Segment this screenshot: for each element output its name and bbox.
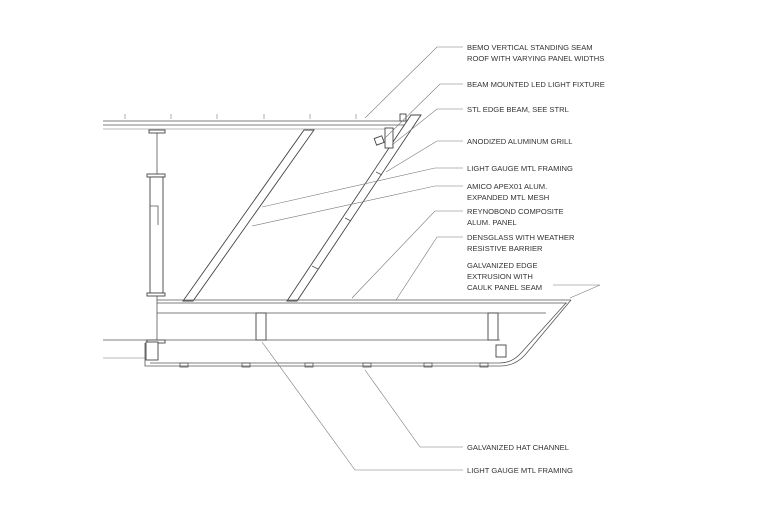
label-framing-top: LIGHT GAUGE MTL FRAMING: [467, 164, 573, 173]
standing-seam-roof: [103, 114, 405, 130]
label-densglass-2: RESISTIVE BARRIER: [467, 244, 543, 253]
label-mesh-2: EXPANDED MTL MESH: [467, 193, 549, 202]
label-grill: ANODIZED ALUMINUM GRILL: [467, 137, 573, 146]
label-edge-beam: STL EDGE BEAM, SEE STRL: [467, 105, 569, 114]
label-extrusion-2: EXTRUSION WITH: [467, 272, 533, 281]
diagonal-grill-right: [286, 114, 422, 302]
led-light-fixture: [373, 135, 385, 146]
label-extrusion-3: CAULK PANEL SEAM: [467, 283, 542, 292]
leader-lines: [251, 46, 601, 471]
label-hat-channel: GALVANIZED HAT CHANNEL: [467, 443, 569, 452]
diagonal-framing-left: [182, 129, 315, 302]
label-led: BEAM MOUNTED LED LIGHT FIXTURE: [467, 80, 605, 89]
label-framing-bottom: LIGHT GAUGE MTL FRAMING: [467, 466, 573, 475]
label-panel-1: REYNOBOND COMPOSITE: [467, 207, 564, 216]
grill-clips: [311, 171, 383, 270]
label-extrusion-1: GALVANIZED EDGE: [467, 261, 538, 270]
label-roof-1: BEMO VERTICAL STANDING SEAM: [467, 43, 593, 52]
label-roof-2: ROOF WITH VARYING PANEL WIDTHS: [467, 54, 604, 63]
label-panel-2: ALUM. PANEL: [467, 218, 517, 227]
steel-column: [146, 129, 166, 344]
soffit-assembly: [103, 299, 572, 368]
label-mesh-1: AMICO APEX01 ALUM.: [467, 182, 547, 191]
label-densglass-1: DENSGLASS WITH WEATHER: [467, 233, 575, 242]
callout-labels: BEMO VERTICAL STANDING SEAM ROOF WITH VA…: [467, 43, 605, 475]
